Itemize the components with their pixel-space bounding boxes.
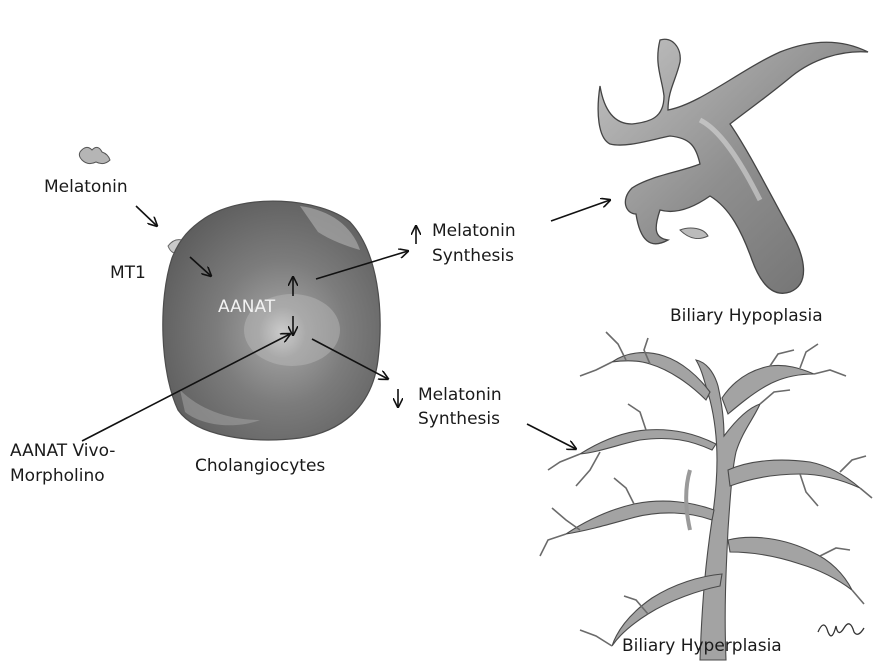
morpholino-label-line2: Morpholino — [10, 465, 105, 488]
synthesis-down-label-line1: Melatonin — [418, 384, 502, 407]
signature-scribble — [818, 624, 864, 636]
arrow-melatonin-to-mt1 — [136, 206, 157, 226]
morpholino-label-line1: AANAT Vivo- — [10, 440, 115, 463]
cholangiocytes-label: Cholangiocytes — [195, 455, 325, 478]
hypoplasia-label: Biliary Hypoplasia — [670, 305, 823, 328]
melatonin-label: Melatonin — [44, 176, 128, 199]
melatonin-molecule-icon — [79, 147, 110, 163]
arrow-to-hyperplasia — [527, 424, 576, 449]
mt1-label: MT1 — [110, 262, 146, 285]
cholangiocyte-cell — [163, 201, 380, 440]
synthesis-down-label-line2: Synthesis — [418, 408, 500, 431]
biliary-hyperplasia-tree — [540, 332, 872, 660]
synthesis-up-label-line1: Melatonin — [432, 220, 516, 243]
aanat-label: AANAT — [218, 296, 275, 319]
biliary-hypoplasia-duct — [598, 39, 868, 293]
arrow-to-hypoplasia — [551, 200, 610, 221]
hyperplasia-label: Biliary Hyperplasia — [622, 635, 782, 658]
synthesis-up-label-line2: Synthesis — [432, 245, 514, 268]
